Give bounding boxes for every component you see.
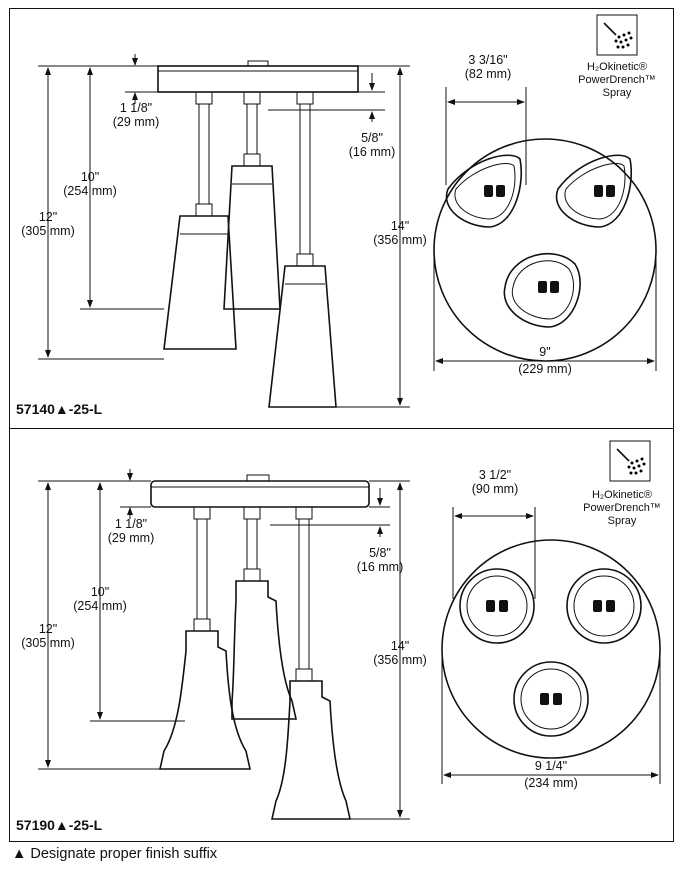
dim-5-8-mm: (16 mm) [357, 560, 404, 574]
brand-powerdrench: PowerDrench™ [583, 502, 661, 514]
arm-right [268, 91, 337, 408]
arm-left [159, 506, 251, 770]
dim-10-in: 10" [91, 585, 109, 599]
brand-spray: Spray [608, 515, 637, 527]
spray-head-round [566, 568, 642, 644]
dim-12-mm: (305 mm) [21, 224, 74, 238]
dim-14-in: 14" [391, 639, 409, 653]
canopy [150, 474, 370, 508]
brand-h2okinetic: H₂Okinetic® [592, 489, 652, 501]
dim-1-1-8-mm: (29 mm) [108, 531, 155, 545]
shower-spray-icon [609, 440, 651, 482]
dim-lines-left [38, 54, 164, 360]
spray-head-round [513, 661, 589, 737]
spray-head-triangle [503, 252, 581, 328]
dim-14-mm: (356 mm) [373, 233, 426, 247]
dim-14-in: 14" [391, 219, 409, 233]
dim-10-mm: (254 mm) [73, 599, 126, 613]
dim-lines-right [270, 480, 410, 820]
dim-14-mm: (356 mm) [373, 653, 426, 667]
spray-head-round [459, 568, 535, 644]
plan-view [441, 507, 661, 784]
dim-1-1-8-in: 1 1/8" [115, 517, 147, 531]
dim-diameter-mm: (234 mm) [524, 776, 577, 790]
dim-spacing-mm: (82 mm) [465, 67, 512, 81]
arm-middle [231, 506, 297, 720]
dim-5-8-mm: (16 mm) [349, 145, 396, 159]
dim-lines-left [38, 469, 185, 770]
dim-12-in: 12" [39, 210, 57, 224]
dim-diameter-mm: (229 mm) [518, 362, 571, 376]
dim-diameter-in: 9" [539, 345, 550, 359]
dim-spacing-in: 3 3/16" [468, 53, 507, 67]
panel-57190: 1 1/8" (29 mm) 10" (254 mm) 12" (305 mm)… [9, 428, 674, 842]
brand-powerdrench: PowerDrench™ [578, 74, 656, 86]
brand-h2okinetic: H₂Okinetic® [587, 61, 647, 73]
spray-head-triangle [555, 154, 632, 228]
spray-head-triangle [445, 154, 522, 228]
arm-left [163, 91, 237, 350]
plan-view [433, 87, 657, 371]
dim-lines-right [268, 65, 410, 408]
dim-5-8-in: 5/8" [361, 131, 383, 145]
dim-1-1-8-in: 1 1/8" [120, 101, 152, 115]
dim-spacing-in: 3 1/2" [479, 468, 511, 482]
dim-diameter-in: 9 1/4" [535, 759, 567, 773]
finish-suffix-note: ▲ Designate proper finish suffix [12, 846, 218, 862]
shower-spray-icon [596, 14, 638, 56]
dim-5-8-in: 5/8" [369, 546, 391, 560]
dim-spacing-mm: (90 mm) [472, 482, 519, 496]
dim-12-mm: (305 mm) [21, 636, 74, 650]
model-number: 57140▲-25-L [16, 401, 103, 417]
dim-10-in: 10" [81, 170, 99, 184]
arm-right [271, 506, 351, 820]
canopy [157, 60, 359, 93]
brand-spray: Spray [603, 87, 632, 99]
drawing-57140: 1 1/8" (29 mm) 10" (254 mm) 12" (305 mm)… [21, 14, 657, 408]
dim-10-mm: (254 mm) [63, 184, 116, 198]
model-number: 57190▲-25-L [16, 817, 103, 833]
panel-57140: 1 1/8" (29 mm) 10" (254 mm) 12" (305 mm)… [9, 8, 674, 430]
drawing-57190: 1 1/8" (29 mm) 10" (254 mm) 12" (305 mm)… [21, 440, 661, 820]
dim-1-1-8-mm: (29 mm) [113, 115, 160, 129]
dim-12-in: 12" [39, 622, 57, 636]
